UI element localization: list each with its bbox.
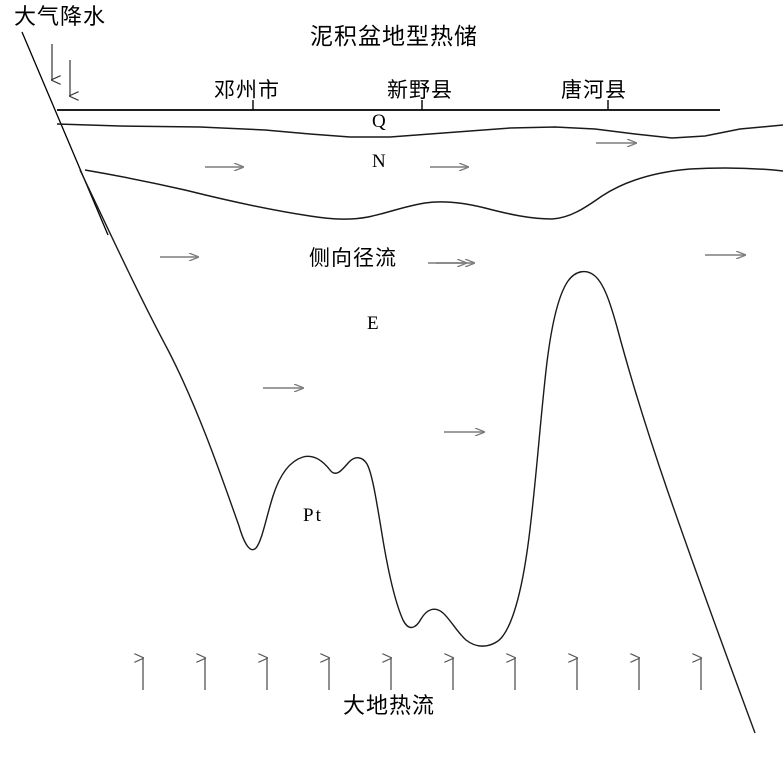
q-n-boundary — [56, 123, 783, 139]
precipitation-label: 大气降水 — [14, 5, 107, 30]
fault-line — [21, 31, 109, 236]
city-tick-marks — [252, 100, 609, 110]
stratum-label-n: N — [372, 151, 386, 172]
n-e-boundary — [84, 167, 783, 220]
lateral-runoff-label: 侧向径流 — [309, 246, 397, 270]
lateral-runoff-arrows — [160, 143, 745, 432]
figure-title: 泥积盆地型热储 — [310, 24, 478, 50]
city-label-dengzhou: 邓州市 — [214, 78, 280, 102]
heat-flow-label: 大地热流 — [343, 694, 436, 719]
e-pt-basement-boundary — [79, 169, 756, 734]
stratum-label-e: E — [367, 313, 379, 334]
precipitation-arrows — [52, 44, 70, 96]
stratum-label-q: Q — [372, 111, 386, 132]
stratum-label-pt: Pt — [303, 505, 323, 526]
heat-flow-arrows — [143, 658, 701, 690]
city-label-tanghe: 唐河县 — [561, 78, 627, 102]
city-label-xinye: 新野县 — [387, 78, 453, 102]
